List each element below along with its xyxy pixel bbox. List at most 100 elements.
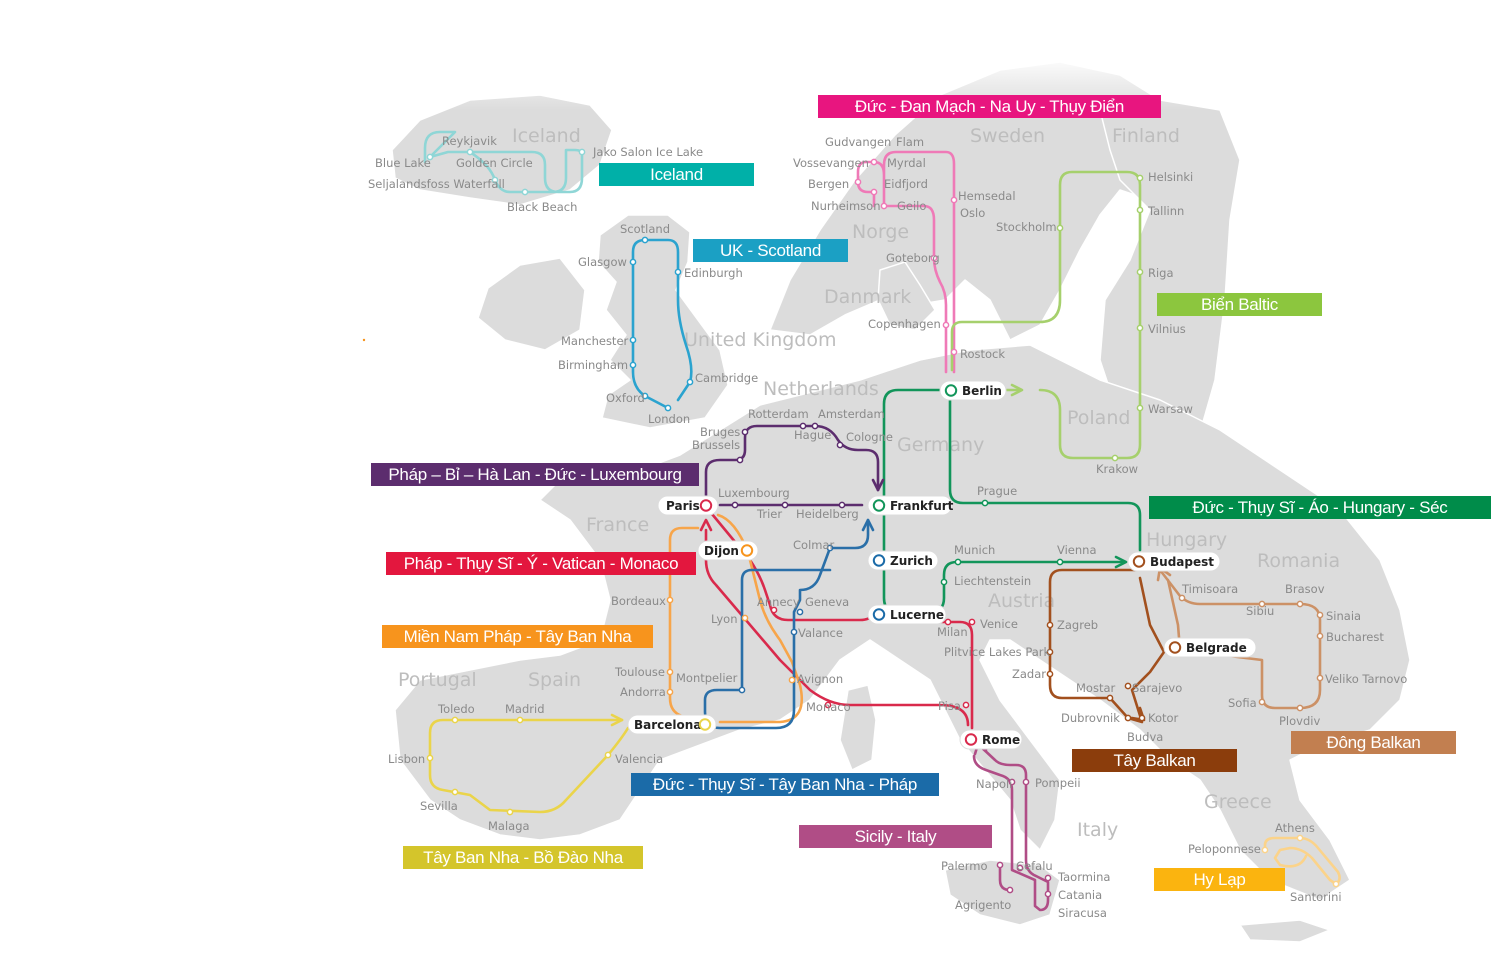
stop-geneva xyxy=(796,608,804,616)
country-portugal: Portugal xyxy=(398,669,477,691)
city-eidfjord: Eidfjord xyxy=(884,177,928,191)
route-label-nordic[interactable]: Đức - Đan Mạch - Na Uy - Thụy Điển xyxy=(818,95,1161,118)
country-norge: Norge xyxy=(852,221,909,243)
city-siracusa: Siracusa xyxy=(1058,906,1107,920)
route-label-uk[interactable]: UK - Scotland xyxy=(693,239,848,262)
stop-sofia xyxy=(1258,698,1266,706)
route-label-east-balkan[interactable]: Đông Balkan xyxy=(1291,731,1456,754)
hub-berlin[interactable]: Berlin xyxy=(939,380,1007,401)
city-sibiu: Sibiu xyxy=(1246,604,1274,618)
city-budva: Budva xyxy=(1127,730,1163,744)
city-copenhagen: Copenhagen xyxy=(868,317,941,331)
hub-belgrade[interactable]: Belgrade xyxy=(1163,637,1257,658)
city-geilo: Geilo xyxy=(897,199,926,213)
stop-dubrovnik xyxy=(1124,714,1132,722)
hub-budapest[interactable]: Budapest xyxy=(1127,551,1221,572)
city-blue-lake: Blue Lake xyxy=(375,156,431,170)
city-warsaw: Warsaw xyxy=(1148,402,1193,416)
city-kotor: Kotor xyxy=(1148,711,1179,725)
country-austria: Austria xyxy=(988,590,1055,612)
country-finland: Finland xyxy=(1112,125,1180,147)
city-zagreb: Zagreb xyxy=(1057,618,1098,632)
stop-sinaia xyxy=(1316,611,1324,619)
route-label-iberia[interactable]: Tây Ban Nha - Bồ Đào Nha xyxy=(403,846,643,869)
hub-belgrade-label: Belgrade xyxy=(1186,641,1247,655)
stop-plitvice xyxy=(1046,648,1054,656)
city-milan: Milan xyxy=(937,625,968,639)
city-brussels: Brussels xyxy=(692,438,740,452)
stop-golden-circle xyxy=(466,148,474,156)
city-vossevangen: Vossevangen xyxy=(793,156,869,170)
route-label-central[interactable]: Đức - Thụy Sĩ - Áo - Hungary - Séc xyxy=(1149,496,1491,519)
stop-munich xyxy=(954,558,962,566)
route-stops xyxy=(426,148,1340,898)
city-valance: Valance xyxy=(798,626,843,640)
hub-paris[interactable]: Paris xyxy=(657,495,719,516)
hub-paris-label: Paris xyxy=(666,499,700,513)
city-madrid: Madrid xyxy=(505,702,545,716)
city-rotterdam: Rotterdam xyxy=(748,407,809,421)
stop-zagreb xyxy=(1046,621,1054,629)
city-catania: Catania xyxy=(1058,888,1102,902)
city-venice: Venice xyxy=(980,617,1018,631)
route-label-swiss-spain[interactable]: Đức - Thụy Sĩ - Tây Ban Nha - Pháp xyxy=(631,773,939,796)
stop-seljalandsfoss xyxy=(491,176,499,184)
stop-valance xyxy=(790,628,798,636)
stop-vilnius xyxy=(1136,324,1144,332)
hub-barcelona-label: Barcelona xyxy=(634,718,701,732)
land-sicily xyxy=(944,859,1061,926)
stop-kotor xyxy=(1138,714,1146,722)
city-oxford: Oxford xyxy=(606,391,645,405)
city-zadar: Zadar xyxy=(1012,667,1046,681)
route-label-west-balkan[interactable]: Tây Balkan xyxy=(1072,749,1237,772)
country-sweden: Sweden xyxy=(970,125,1045,147)
stop-geilo xyxy=(880,202,888,210)
city-montpelier: Montpelier xyxy=(676,671,738,685)
route-label-south-france[interactable]: Miền Nam Pháp - Tây Ban Nha xyxy=(382,625,653,648)
hub-frankfurt[interactable]: Frankfurt xyxy=(867,495,954,516)
route-arrow-central xyxy=(1114,555,1128,569)
city-veliko: Veliko Tarnovo xyxy=(1325,672,1407,686)
stop-mostar xyxy=(1106,694,1114,702)
city-agrigento: Agrigento xyxy=(955,898,1011,912)
stop-lisbon xyxy=(426,754,434,762)
stop-bruges xyxy=(741,428,749,436)
hub-dijon[interactable]: Dijon xyxy=(697,540,759,561)
route-label-greece[interactable]: Hy Lạp xyxy=(1154,868,1285,891)
stop-athens xyxy=(1296,834,1304,842)
route-label-sicily[interactable]: Sicily - Italy xyxy=(799,825,992,848)
city-napoli: Napoli xyxy=(976,777,1012,791)
hub-rome[interactable]: Rome xyxy=(959,729,1023,750)
stop-oxford xyxy=(641,392,649,400)
hub-lucerne[interactable]: Lucerne xyxy=(867,604,947,625)
land-great-britain xyxy=(597,214,729,429)
stop-edinburgh xyxy=(674,268,682,276)
route-label-benelux[interactable]: Pháp – Bỉ – Hà Lan - Đức - Luxembourg xyxy=(371,463,699,486)
city-labels: Reykjavik Blue Lake Golden Circle Seljal… xyxy=(368,134,1407,920)
city-lisbon: Lisbon xyxy=(388,752,425,766)
stop-bergen xyxy=(854,178,862,186)
country-germany: Germany xyxy=(897,434,984,456)
stop-blue-lake xyxy=(426,153,434,161)
route-label-baltic[interactable]: Biển Baltic xyxy=(1157,293,1322,316)
hub-barcelona[interactable]: Barcelona xyxy=(627,714,717,735)
stop-malaga xyxy=(506,808,514,816)
land-ireland xyxy=(477,257,586,351)
city-athens: Athens xyxy=(1275,821,1315,835)
country-romania: Romania xyxy=(1257,550,1340,572)
stop-plovdiv xyxy=(1296,704,1304,712)
city-black-beach: Black Beach xyxy=(507,200,577,214)
city-dubrovnik: Dubrovnik xyxy=(1061,711,1120,725)
route-label-iceland[interactable]: Iceland xyxy=(599,163,754,186)
city-taormina: Taormina xyxy=(1057,870,1110,884)
city-avignon: Avignon xyxy=(797,672,843,686)
stop-krakow xyxy=(1111,454,1119,462)
city-cefalu: Cefalu xyxy=(1016,859,1053,873)
stop-napoli xyxy=(1008,778,1016,786)
route-label-italy-monaco[interactable]: Pháp - Thụy Sĩ - Ý - Vatican - Monaco xyxy=(386,552,696,575)
hub-zurich[interactable]: Zurich xyxy=(867,550,939,571)
city-luxembourg: Luxembourg xyxy=(718,486,790,500)
stop-myrdal xyxy=(870,158,878,166)
city-amsterdam: Amsterdam xyxy=(818,407,885,421)
